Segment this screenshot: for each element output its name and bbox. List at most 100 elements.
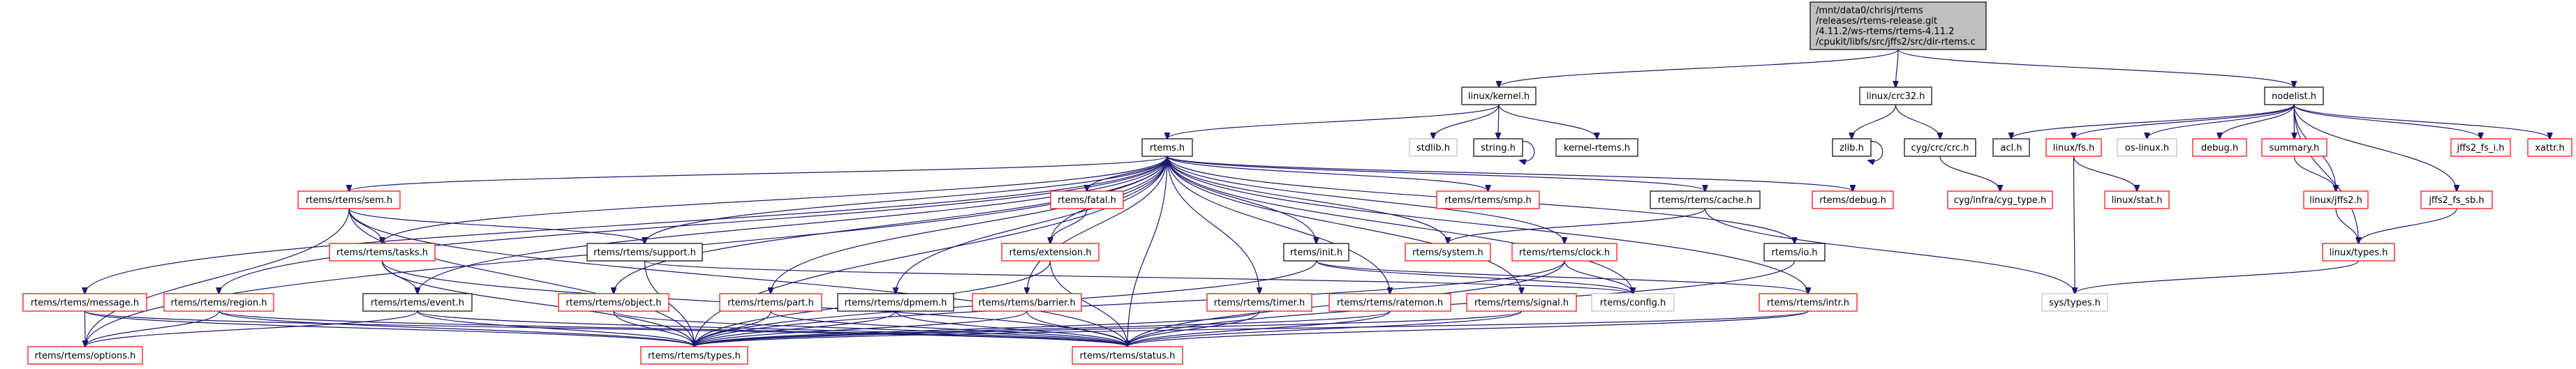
- node-sys-types[interactable]: sys/types.h: [2041, 293, 2108, 312]
- node-box: [1812, 190, 1894, 209]
- edge-rtems_h-to-message: [85, 156, 1168, 294]
- node-label: rtems/rtems/timer.h: [1214, 298, 1305, 308]
- node-label: /mnt/data0/chrisj/rtems: [1816, 6, 1923, 16]
- edge-rtems_h-to-status: [1127, 156, 1168, 347]
- node-sem[interactable]: rtems/rtems/sem.h: [297, 190, 401, 209]
- node-nodelist[interactable]: nodelist.h: [2264, 86, 2324, 105]
- node-object[interactable]: rtems/rtems/object.h: [558, 293, 669, 312]
- node-box: [1947, 190, 2053, 209]
- node-jffs2-fs-i[interactable]: jffs2_fs_i.h: [2450, 138, 2511, 157]
- node-options[interactable]: rtems/rtems/options.h: [27, 346, 143, 365]
- node-linux-jffs2[interactable]: linux/jffs2.h: [2303, 190, 2369, 209]
- node-support[interactable]: rtems/rtems/support.h: [586, 243, 703, 262]
- node-summary[interactable]: summary.h: [2261, 138, 2327, 157]
- node-linux-kernel[interactable]: linux/kernel.h: [1461, 86, 1537, 105]
- node-clock[interactable]: rtems/rtems/clock.h: [1511, 243, 1618, 262]
- edge-rtems_h-to-barrier: [1027, 156, 1168, 294]
- node-label: rtems/config.h: [1600, 298, 1666, 308]
- edge-sem-to-options: [85, 208, 350, 347]
- edge-fatal-to-extension: [1051, 208, 1088, 243]
- edge-nodelist-to-jffs2_fs_sb: [2293, 104, 2457, 191]
- edge-dpmem-to-types: [695, 310, 896, 347]
- edge-intr-to-status: [1127, 310, 1809, 347]
- node-types[interactable]: rtems/rtems/types.h: [640, 346, 748, 365]
- node-label: linux/types.h: [2330, 248, 2388, 258]
- node-string[interactable]: string.h: [1473, 138, 1523, 157]
- node-event[interactable]: rtems/rtems/event.h: [362, 293, 473, 312]
- node-linux-crc32[interactable]: linux/crc32.h: [1859, 86, 1932, 105]
- node-rdebug[interactable]: rtems/debug.h: [1812, 190, 1894, 209]
- edge-rtems_h-to-support: [645, 156, 1168, 243]
- node-init[interactable]: rtems/init.h: [1283, 243, 1349, 262]
- node-box: [1405, 243, 1491, 262]
- edge-signal-to-status: [1127, 310, 1523, 347]
- edge-intr-to-types: [695, 310, 1809, 347]
- node-box: [362, 293, 473, 312]
- node-os-linux[interactable]: os-linux.h: [2117, 138, 2177, 157]
- node-label: summary.h: [2270, 143, 2320, 153]
- node-message[interactable]: rtems/rtems/message.h: [22, 293, 147, 312]
- node-zlib[interactable]: zlib.h: [1832, 138, 1872, 157]
- node-label: linux/kernel.h: [1468, 91, 1530, 102]
- edge-clock-to-config: [1564, 260, 1633, 294]
- node-intr[interactable]: rtems/rtems/intr.h: [1759, 293, 1858, 312]
- node-label: rtems/rtems/status.h: [1080, 351, 1176, 361]
- edge-rtems_h-to-object: [614, 156, 1168, 294]
- node-label: rtems/rtems/support.h: [593, 248, 696, 258]
- edge-object-to-types: [613, 310, 695, 347]
- node-label: linux/stat.h: [2111, 195, 2162, 206]
- node-label: sys/types.h: [2049, 298, 2101, 308]
- node-box: [1141, 138, 1193, 157]
- edge-linux_kernel-to-string: [1498, 104, 1499, 139]
- node-barrier[interactable]: rtems/rtems/barrier.h: [972, 293, 1082, 312]
- node-box: [2261, 138, 2327, 157]
- node-linux-types[interactable]: linux/types.h: [2322, 243, 2395, 262]
- node-kernel-rtems[interactable]: kernel-rtems.h: [1555, 138, 1638, 157]
- node-region[interactable]: rtems/rtems/region.h: [163, 293, 274, 312]
- node-linux-stat[interactable]: linux/stat.h: [2104, 190, 2170, 209]
- node-status[interactable]: rtems/rtems/status.h: [1072, 346, 1183, 365]
- node-linux-fs[interactable]: linux/fs.h: [2045, 138, 2102, 157]
- node-box: [1466, 293, 1577, 312]
- edge-summary-to-linux_jffs2: [2293, 156, 2337, 191]
- node-label: rtems/rtems/tasks.h: [336, 248, 428, 258]
- node-box: [163, 293, 274, 312]
- edge-message-to-types: [84, 310, 695, 347]
- node-label: rtems/rtems/cache.h: [1658, 195, 1752, 206]
- edge-nodelist-to-debug: [2220, 104, 2295, 139]
- node-tasks[interactable]: rtems/rtems/tasks.h: [329, 243, 436, 262]
- node-rtems-h[interactable]: rtems.h: [1141, 138, 1193, 157]
- node-dpmem[interactable]: rtems/rtems/dpmem.h: [837, 293, 954, 312]
- node-fatal[interactable]: rtems/fatal.h: [1050, 190, 1124, 209]
- node-stdlib[interactable]: stdlib.h: [1409, 138, 1458, 157]
- node-acl[interactable]: acl.h: [1992, 138, 2030, 157]
- node-cache[interactable]: rtems/rtems/cache.h: [1650, 190, 1761, 209]
- node-label: stdlib.h: [1416, 143, 1450, 153]
- edge-linux_jffs2-to-linux_types: [2335, 208, 2359, 243]
- node-part[interactable]: rtems/rtems/part.h: [719, 293, 822, 312]
- edge-rtems_h-to-sem: [349, 156, 1168, 191]
- node-label: rtems/rtems/signal.h: [1474, 298, 1569, 308]
- node-label: rtems/rtems/ratemon.h: [1337, 298, 1443, 308]
- node-io[interactable]: rtems/io.h: [1763, 243, 1826, 262]
- node-label: rtems/rtems/event.h: [371, 298, 464, 308]
- node-cyg-type[interactable]: cyg/infra/cyg_type.h: [1947, 190, 2053, 209]
- node-label: rtems/rtems/message.h: [31, 298, 139, 308]
- node-xattr[interactable]: xattr.h: [2527, 138, 2573, 157]
- node-timer[interactable]: rtems/rtems/timer.h: [1206, 293, 1312, 312]
- node-config[interactable]: rtems/config.h: [1591, 293, 1675, 312]
- node-label: rtems/rtems/clock.h: [1519, 248, 1610, 258]
- node-root[interactable]: /mnt/data0/chrisj/rtems/releases/rtems-r…: [1809, 1, 1987, 50]
- node-ratemon[interactable]: rtems/rtems/ratemon.h: [1328, 293, 1451, 312]
- node-signal[interactable]: rtems/rtems/signal.h: [1466, 293, 1577, 312]
- node-label: linux/jffs2.h: [2309, 195, 2362, 206]
- node-smp[interactable]: rtems/rtems/smp.h: [1436, 190, 1540, 209]
- node-extension[interactable]: rtems/extension.h: [1001, 243, 1100, 262]
- node-debug[interactable]: debug.h: [2192, 138, 2247, 157]
- node-crc[interactable]: cyg/crc/crc.h: [1904, 138, 1976, 157]
- node-jffs2-fs-sb[interactable]: jffs2_fs_sb.h: [2420, 190, 2493, 209]
- node-label: rtems/init.h: [1290, 248, 1342, 258]
- node-system[interactable]: rtems/system.h: [1405, 243, 1491, 262]
- node-box: [972, 293, 1082, 312]
- node-label: rtems/rtems/part.h: [727, 298, 814, 308]
